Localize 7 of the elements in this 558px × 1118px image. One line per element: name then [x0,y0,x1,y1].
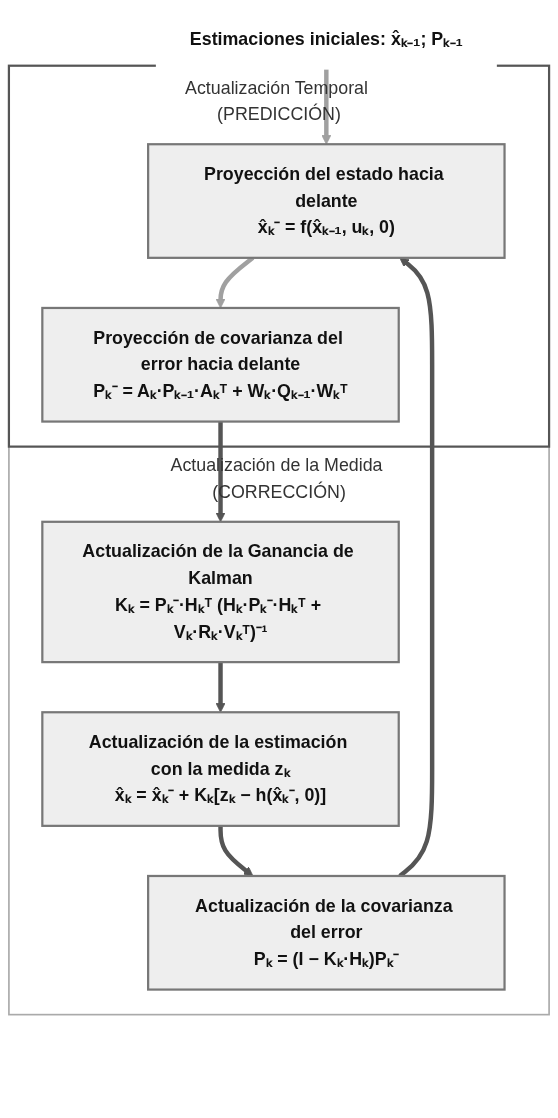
node-box: Actualización de la estimación con la medida zₖ x̂ₖ = x̂ₖ⁻ + Kₖ[zₖ − h(x̂ₖ⁻, 0)] [41,711,400,827]
arrow [321,69,332,145]
node-box: Proyección del estado hacia delante x̂ₖ⁻ = f(x̂ₖ₋₁, uₖ, 0) [147,143,506,259]
node-box: Proyección de covarianza del error hacia delante Pₖ⁻ = Aₖ·Pₖ₋₁·Aₖᵀ + Wₖ·Qₖ₋₁·Wₖᵀ [41,306,400,423]
node-box: Actualización de la covarianza del error Pₖ = (I − Kₖ·Hₖ)Pₖ⁻ [147,874,506,991]
node-box: Actualización de la Ganancia de Kalman Kₖ = Pₖ⁻·Hₖᵀ (Hₖ·Pₖ⁻·Hₖᵀ + Vₖ·Rₖ·Vₖᵀ)⁻¹ [41,520,400,664]
arrow [215,662,226,713]
